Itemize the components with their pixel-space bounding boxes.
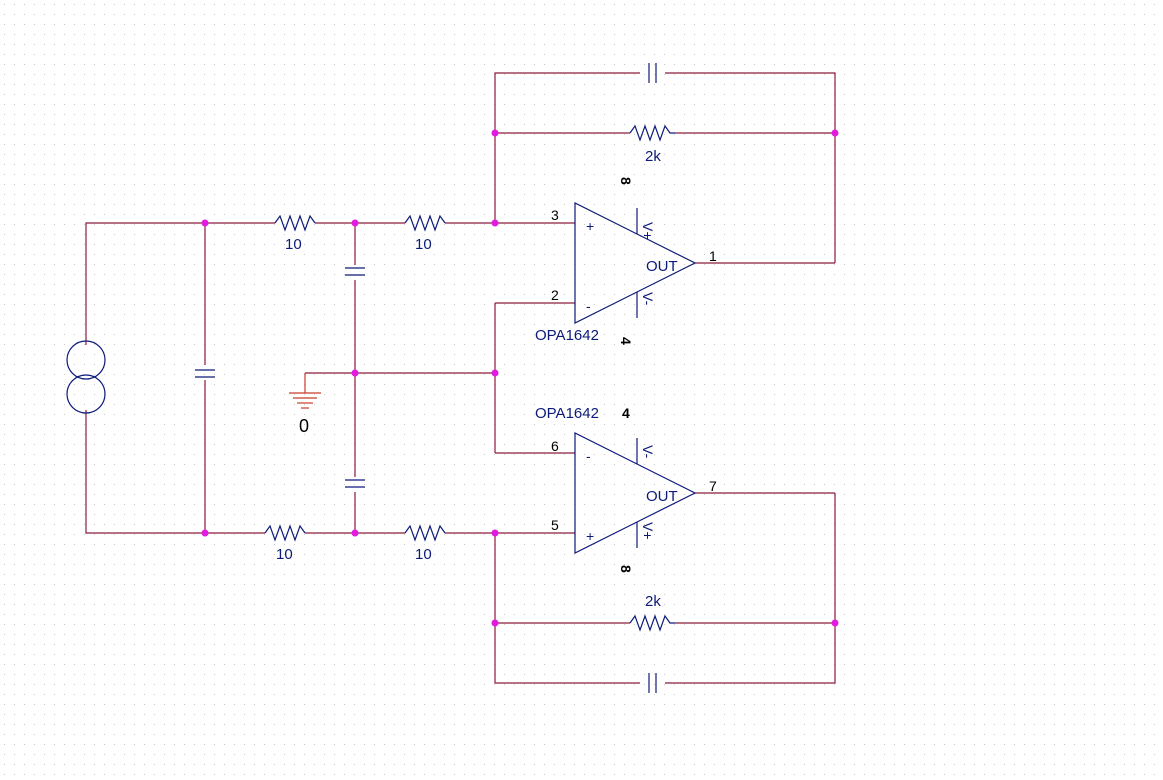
opamp-top-vneg-label: V- [640, 292, 656, 306]
capacitor-input-c1[interactable] [195, 369, 215, 378]
opamp-top-out-label: OUT [646, 258, 678, 275]
junction-dot [351, 369, 359, 377]
opamp-top-pin-noninv: 3 [551, 207, 559, 223]
resistor-feedback-bottom[interactable] [629, 614, 675, 632]
opamp-top-pin-vpos: 8 [618, 177, 634, 185]
opamp-top-pin-inv: 2 [551, 287, 559, 303]
ground-label: 0 [299, 416, 309, 436]
opamp-bottom-vneg-label: V- [640, 445, 656, 459]
junction-dot [491, 529, 499, 537]
capacitor-feedback-bottom[interactable] [648, 673, 657, 693]
resistor-feedback-top[interactable] [629, 124, 675, 142]
opamp-bottom-pin-out: 7 [709, 478, 717, 494]
junction-dot [351, 529, 359, 537]
junction-dot [491, 129, 499, 137]
capacitor-bottom-c3[interactable] [345, 479, 365, 488]
opamp-bottom-pin-inv: 6 [551, 438, 559, 454]
junction-dot [831, 129, 839, 137]
opamp-top-minus-sign: - [586, 298, 591, 314]
opamp-bottom-pin-vpos: 8 [618, 565, 634, 573]
junction-dot [351, 219, 359, 227]
opamp-bottom-minus-sign: - [586, 448, 591, 464]
opamp-top[interactable] [574, 202, 697, 324]
junction-dot [201, 219, 209, 227]
resistor-top-1[interactable] [274, 214, 316, 232]
junction-dot [491, 619, 499, 627]
resistor-top-2[interactable] [404, 214, 446, 232]
junction-dot [831, 619, 839, 627]
capacitor-top-c2[interactable] [345, 267, 365, 276]
opamp-bottom-out-label: OUT [646, 488, 678, 505]
resistor-feedback-top-value: 2k [645, 148, 661, 165]
resistor-bottom-1[interactable] [264, 524, 306, 542]
opamp-bottom-pin-noninv: 5 [551, 517, 559, 533]
opamp-bottom-plus-sign: + [586, 528, 594, 544]
junction-dot [491, 369, 499, 377]
opamp-top-part-label: OPA1642 [535, 327, 599, 344]
wires [85, 72, 836, 684]
capacitor-feedback-top[interactable] [648, 63, 657, 83]
junction-dot [201, 529, 209, 537]
opamp-top-vpos-label: V+ [640, 222, 656, 240]
resistor-top-2-value: 10 [415, 236, 432, 253]
opamp-bottom-part-label: OPA1642 [535, 405, 599, 422]
resistor-feedback-bottom-value: 2k [645, 593, 661, 610]
opamp-bottom-pin-vneg: 4 [622, 405, 630, 421]
opamp-bottom[interactable] [574, 432, 697, 554]
resistor-bottom-1-value: 10 [276, 546, 293, 563]
opamp-bottom-vpos-label: V+ [640, 522, 656, 540]
resistor-bottom-2-value: 10 [415, 546, 432, 563]
ground-symbol[interactable] [289, 373, 321, 409]
junction-dot [491, 219, 499, 227]
opamp-top-plus-sign: + [586, 218, 594, 234]
opamp-top-pin-vneg: 4 [618, 337, 634, 345]
resistor-bottom-2[interactable] [404, 524, 446, 542]
opamp-top-pin-out: 1 [709, 248, 717, 264]
junction-dots [201, 129, 839, 627]
current-source-symbol[interactable] [66, 340, 106, 414]
resistor-top-1-value: 10 [285, 236, 302, 253]
